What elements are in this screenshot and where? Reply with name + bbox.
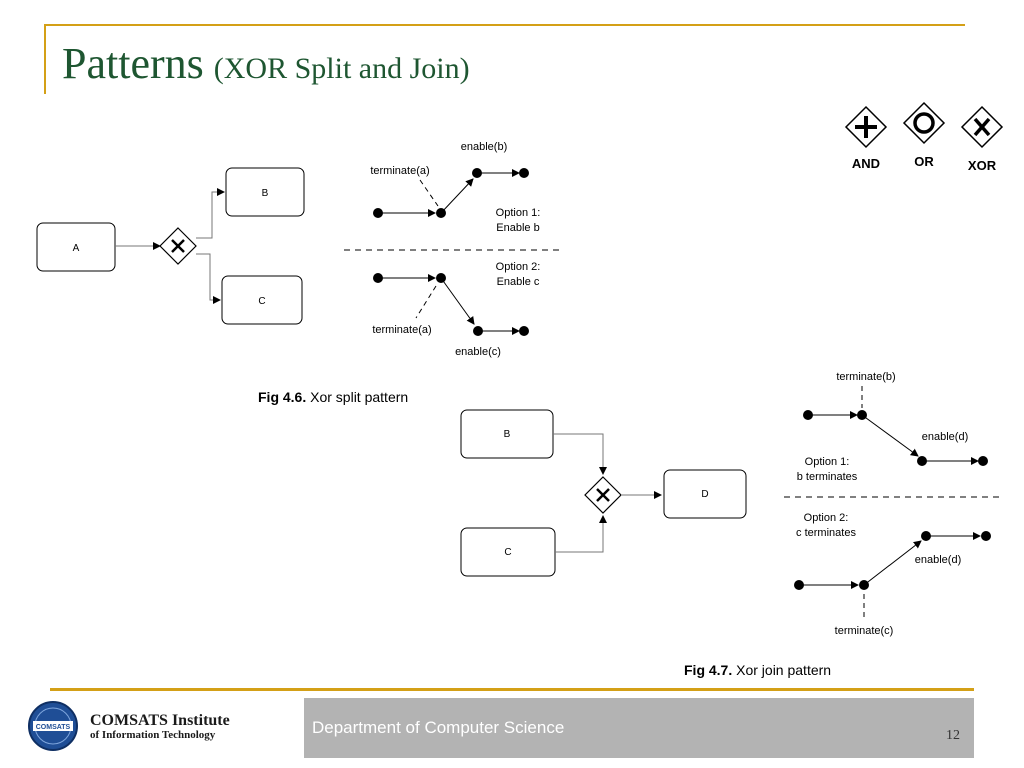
box-b-label: B: [262, 188, 269, 199]
legend-or-label: OR: [914, 154, 934, 169]
institute-name-line1: COMSATS Institute: [90, 712, 230, 729]
split-caption-bold: Fig 4.6.: [258, 389, 307, 405]
terminate-c-label: terminate(c): [835, 625, 894, 637]
join-diagram: B C D terminate(b) enable(d) Option 1: b…: [460, 371, 1004, 637]
box-a: [36, 222, 116, 272]
join-option2-line1: Option 2:: [804, 512, 849, 524]
legend-xor-label: XOR: [968, 158, 997, 173]
enable-d-top-label: enable(d): [922, 431, 968, 443]
join-caption-bold: Fig 4.7.: [684, 662, 733, 678]
enable-b-label: enable(b): [461, 141, 507, 153]
enable-c-label: enable(c): [455, 346, 501, 358]
terminate-a-bottom-label: terminate(a): [372, 324, 431, 336]
box-join-d: [663, 469, 747, 519]
box-c: [221, 275, 303, 325]
terminate-a-top-label: terminate(a): [370, 165, 429, 177]
box-c-label: C: [258, 296, 265, 307]
institute-logo: COMSATS COMSATS Institute of Information…: [26, 698, 246, 754]
left-rule: [44, 24, 46, 94]
legend-and: AND: [844, 105, 888, 171]
slide-title: Patterns (XOR Split and Join): [62, 38, 470, 89]
legend-or: OR: [902, 101, 946, 169]
enable-d-bottom-label: enable(d): [915, 554, 961, 566]
title-sub: (XOR Split and Join): [213, 52, 470, 85]
split-option2-line2: Enable c: [497, 276, 540, 288]
join-option1-line2: b terminates: [797, 471, 858, 483]
comsats-emblem-icon: COMSATS: [28, 701, 78, 751]
circle-icon: [913, 112, 935, 134]
split-caption-text: Xor split pattern: [310, 389, 409, 405]
page-number: 12: [946, 728, 960, 743]
split-option1-line1: Option 1:: [496, 207, 541, 219]
join-caption-text: Xor join pattern: [736, 662, 832, 678]
box-join-c-label: C: [504, 547, 511, 558]
department-name: Department of Computer Science: [312, 718, 565, 737]
top-rule: [44, 24, 965, 26]
footer-bar: Department of Computer Science 12: [304, 698, 974, 758]
split-diagram: A B C enable(b) terminate(a) Option 1: E…: [36, 141, 560, 358]
split-option2-line1: Option 2:: [496, 261, 541, 273]
split-caption: Fig 4.6. Xor split pattern: [258, 389, 408, 405]
join-option1-line1: Option 1:: [805, 456, 850, 468]
legend-xor: XOR: [960, 105, 1004, 173]
box-join-b-label: B: [504, 429, 511, 440]
terminate-b-label: terminate(b): [836, 371, 895, 383]
box-b: [225, 167, 305, 217]
join-option2-line2: c terminates: [796, 527, 856, 539]
join-caption: Fig 4.7. Xor join pattern: [684, 662, 831, 678]
footer-rule: [50, 688, 974, 691]
legend-and-label: AND: [852, 156, 880, 171]
box-join-d-label: D: [701, 489, 708, 500]
logo-badge-text: COMSATS: [36, 724, 71, 731]
institute-name-line2: of Information Technology: [90, 729, 216, 741]
box-a-label: A: [73, 243, 80, 254]
split-option1-line2: Enable b: [496, 222, 539, 234]
title-main: Patterns: [62, 39, 204, 88]
